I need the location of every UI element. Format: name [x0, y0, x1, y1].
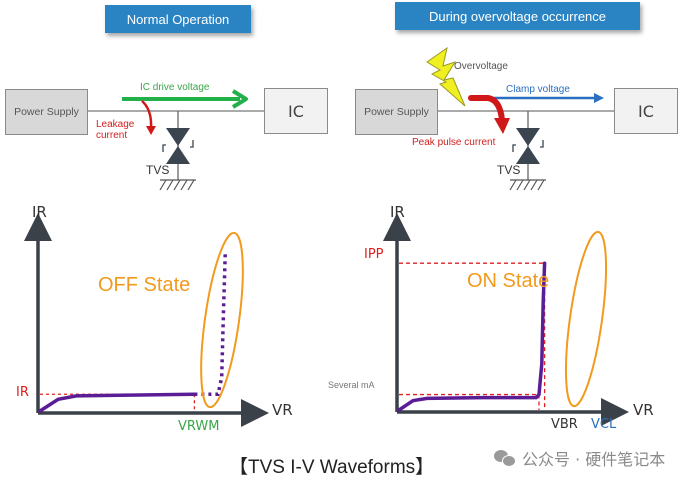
off-state-label: OFF State	[98, 274, 191, 296]
ic-drive-voltage-label: IC drive voltage	[140, 82, 210, 93]
vbr-marker-label: VBR	[551, 417, 578, 432]
normal-operation-banner: Normal Operation	[105, 5, 251, 33]
lightning-bolt-icon	[426, 46, 466, 107]
figure-caption: 【TVS I-V Waveforms】	[229, 457, 435, 478]
left-power-supply-box: Power Supply	[5, 89, 88, 135]
leakage-current-arrow	[141, 100, 156, 135]
left-tvs-label: TVS	[146, 163, 170, 177]
right-tvs-symbol	[512, 128, 544, 164]
right-y-axis-label: IR	[390, 203, 405, 221]
right-tvs-label: TVS	[497, 163, 521, 177]
right-ic-box: IC	[614, 88, 678, 134]
vcl-marker-label: VCL	[591, 417, 617, 432]
left-curve-solid	[38, 392, 197, 413]
clamp-voltage-arrow	[488, 93, 604, 103]
left-curve-dotted	[194, 252, 228, 397]
clamp-voltage-label: Clamp voltage	[506, 84, 570, 95]
overvoltage-banner: During overvoltage occurrence	[395, 2, 640, 30]
leakage-label-line1: Leakage	[96, 119, 135, 130]
watermark: 公众号 · 硬件笔记本	[494, 446, 665, 470]
right-x-axis-label: VR	[633, 401, 654, 419]
left-chart	[24, 213, 269, 427]
left-ic-box: IC	[264, 88, 328, 134]
peak-pulse-current-label: Peak pulse current	[412, 137, 496, 148]
several-ma-marker-label: Several mA	[328, 380, 375, 390]
leakage-label-line2: current	[96, 130, 128, 141]
right-curve	[397, 261, 547, 412]
left-y-axis-label: IR	[32, 203, 47, 221]
overvoltage-label: Overvoltage	[454, 61, 508, 72]
left-tvs-symbol	[162, 128, 194, 164]
off-state-ellipse	[200, 231, 244, 409]
right-ground-icon	[509, 179, 546, 191]
watermark-text: 公众号 · 硬件笔记本	[522, 450, 666, 469]
right-power-supply-box: Power Supply	[355, 89, 438, 135]
on-state-label: ON State	[467, 270, 550, 292]
leakage-current-label: Leakage current	[96, 119, 134, 141]
wechat-icon	[494, 450, 516, 467]
ic-drive-voltage-arrow	[122, 89, 248, 109]
vrwm-marker-label: VRWM	[178, 419, 220, 434]
peak-pulse-current-arrow	[468, 95, 510, 134]
ir-marker-label: IR	[16, 385, 29, 400]
ipp-marker-label: IPP	[364, 247, 384, 262]
right-chart	[383, 213, 629, 426]
on-state-ellipse	[564, 230, 608, 408]
left-ground-icon	[159, 179, 196, 191]
left-x-axis-label: VR	[272, 401, 293, 419]
